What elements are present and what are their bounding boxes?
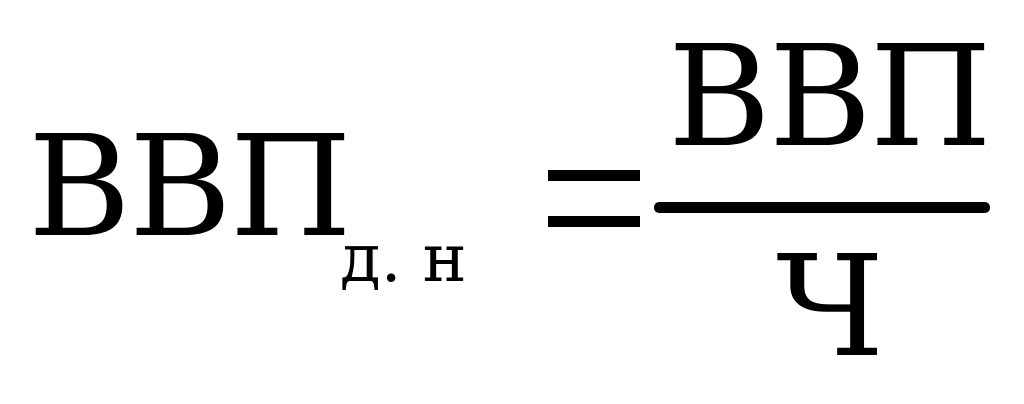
fraction-line [654,202,990,213]
equals-bar-top [548,170,640,181]
fraction-numerator: ВВП [668,16,992,179]
equals-sign [548,170,640,230]
lhs-subscript: д. н [340,220,467,297]
fraction-denominator: Ч [776,226,885,389]
equals-bar-bottom [548,216,640,227]
lhs-main-symbol: ВВП [28,106,352,269]
